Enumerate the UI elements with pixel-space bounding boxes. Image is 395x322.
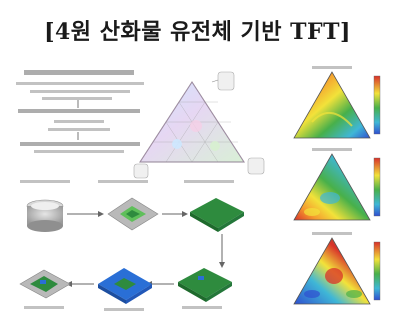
figure-svg	[16, 66, 381, 311]
heatmap-1	[293, 66, 381, 139]
film-substrate	[190, 198, 244, 232]
process-flow	[19, 180, 244, 311]
precursor-container	[26, 199, 64, 232]
coated-substrate	[107, 197, 159, 231]
figure-panel	[12, 62, 385, 314]
blue-layer-substrate	[98, 268, 152, 304]
synthesis-text-block	[16, 70, 144, 153]
final-device	[19, 269, 71, 299]
ternary-diagram	[133, 71, 265, 179]
page-title: [4원 산화물 유전체 기반 TFT]	[44, 19, 351, 45]
heatmap-2	[293, 148, 381, 221]
patterned-substrate	[178, 268, 232, 302]
heatmap-3	[293, 232, 381, 305]
